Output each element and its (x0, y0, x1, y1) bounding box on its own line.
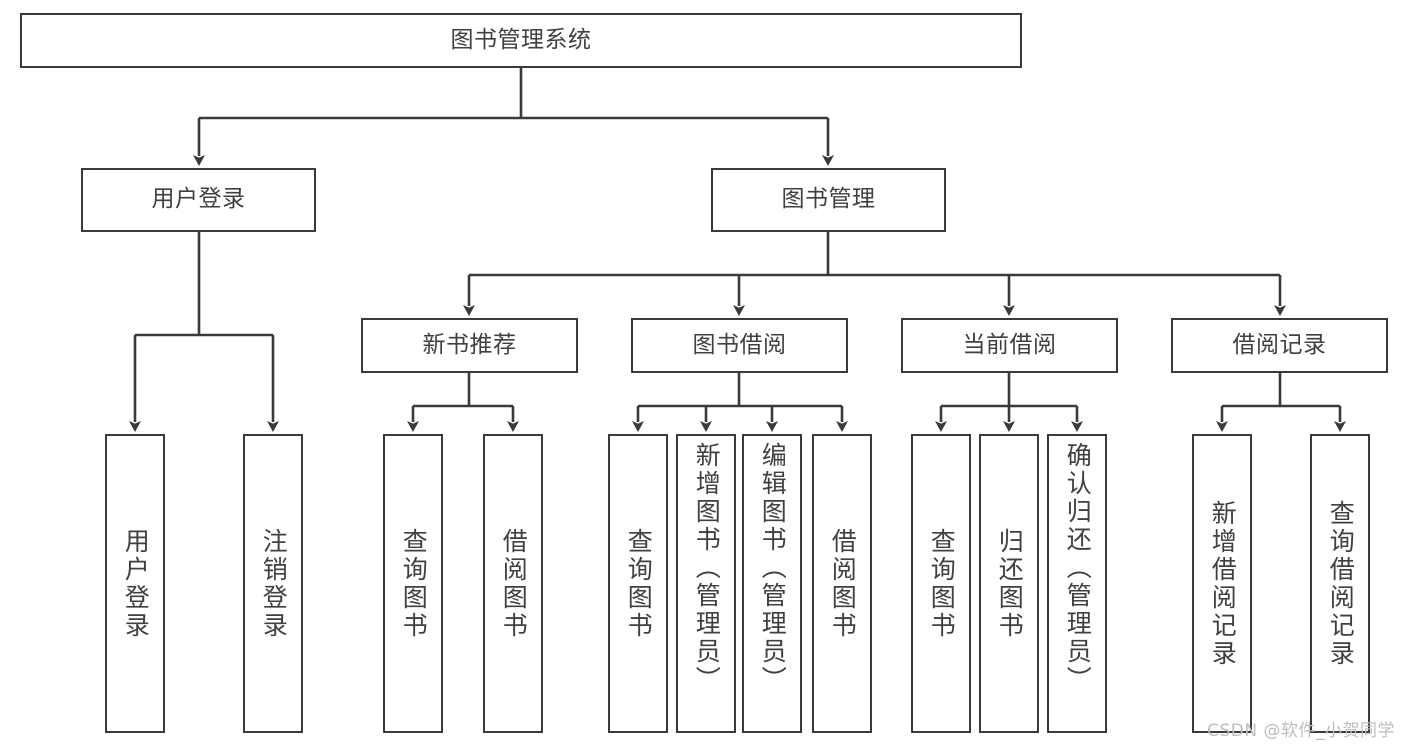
node-label: 查询图书 (399, 527, 429, 640)
leaf-newbook-query-books[interactable]: 查询图书 (383, 434, 443, 733)
node-borrowing-records[interactable]: 借阅记录 (1171, 318, 1388, 373)
leaf-records-add-record[interactable]: 新增借阅记录 (1192, 434, 1252, 733)
leaf-borrow-edit-book-admin[interactable]: 编辑图书（管理员） (742, 434, 802, 733)
leaf-current-return-books[interactable]: 归还图书 (979, 434, 1039, 733)
node-library-management-system[interactable]: 图书管理系统 (20, 13, 1022, 68)
node-label: 查询图书 (624, 527, 654, 640)
node-current-borrowing[interactable]: 当前借阅 (901, 318, 1118, 373)
node-label: 图书借阅 (692, 331, 787, 358)
node-book-management[interactable]: 图书管理 (711, 168, 946, 232)
leaf-borrow-add-book-admin[interactable]: 新增图书（管理员） (676, 434, 736, 733)
leaf-user-login[interactable]: 用户登录 (105, 434, 165, 733)
node-user-login[interactable]: 用户登录 (81, 168, 316, 232)
leaf-current-query-books[interactable]: 查询图书 (911, 434, 971, 733)
node-label: 图书管理系统 (450, 26, 592, 53)
node-label: 用户登录 (121, 527, 151, 640)
csdn-watermark: CSDN @软件_小贺同学 (1207, 721, 1395, 741)
node-label: 新增借阅记录 (1208, 499, 1238, 668)
node-label: 编辑图书（管理员） (758, 442, 788, 694)
node-label: 借阅图书 (828, 527, 858, 640)
node-label: 查询借阅记录 (1326, 499, 1356, 668)
leaf-borrow-query-books[interactable]: 查询图书 (608, 434, 668, 733)
leaf-records-query-record[interactable]: 查询借阅记录 (1310, 434, 1370, 733)
leaf-logout[interactable]: 注销登录 (243, 434, 303, 733)
leaf-borrow-borrow-books[interactable]: 借阅图书 (812, 434, 872, 733)
node-label: 新增图书（管理员） (692, 442, 722, 694)
node-label: 借阅记录 (1232, 331, 1327, 358)
node-label: 图书管理 (781, 186, 876, 213)
node-label: 用户登录 (151, 186, 246, 213)
node-label: 当前借阅 (962, 331, 1057, 358)
node-label: 查询图书 (927, 527, 957, 640)
node-label: 注销登录 (259, 527, 289, 640)
node-new-book-recommendation[interactable]: 新书推荐 (361, 318, 578, 373)
node-label: 借阅图书 (499, 527, 529, 640)
node-label: 归还图书 (995, 527, 1025, 640)
node-book-borrowing[interactable]: 图书借阅 (631, 318, 848, 373)
leaf-newbook-borrow-books[interactable]: 借阅图书 (483, 434, 543, 733)
node-label: 确认归还（管理员） (1063, 442, 1093, 694)
node-label: 新书推荐 (422, 331, 517, 358)
leaf-current-confirm-return-admin[interactable]: 确认归还（管理员） (1047, 434, 1107, 733)
